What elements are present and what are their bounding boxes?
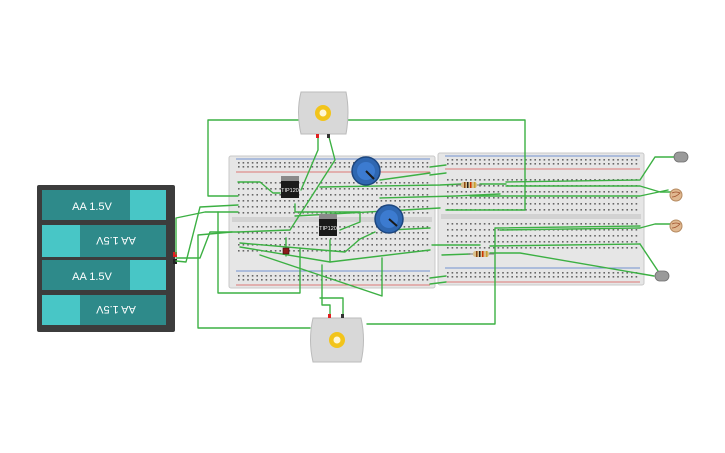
wires[interactable] — [175, 119, 677, 329]
diode[interactable] — [282, 247, 290, 255]
motor-terminal[interactable] — [328, 314, 331, 318]
wire — [469, 189, 669, 197]
wire — [429, 281, 447, 285]
battery-cell-label: AA 1.5V — [72, 201, 112, 213]
battery-cell: AA 1.5V — [42, 225, 166, 257]
battery-terminal[interactable] — [173, 252, 177, 257]
battery-cell: AA 1.5V — [42, 295, 166, 325]
battery-terminal[interactable] — [173, 259, 177, 264]
wire — [237, 136, 336, 233]
wire — [379, 193, 501, 199]
wire — [366, 225, 641, 325]
dc-motor[interactable] — [298, 91, 349, 138]
wire — [499, 223, 673, 231]
wire — [175, 211, 239, 255]
wire — [429, 164, 447, 168]
potentiometer[interactable] — [351, 156, 381, 186]
battery-cell: AA 1.5V — [42, 260, 166, 290]
battery-pack[interactable]: AA 1.5V AA 1.5V AA 1.5V AA 1.5V — [37, 185, 177, 332]
transistor-label: TIP120 — [281, 188, 299, 194]
breadboard-holes — [238, 162, 429, 281]
wire — [300, 136, 319, 191]
motor-terminal[interactable] — [316, 134, 319, 138]
led[interactable] — [654, 270, 670, 282]
wire — [237, 181, 281, 194]
wire — [175, 231, 239, 259]
wire — [197, 231, 311, 329]
wire — [429, 275, 447, 279]
led[interactable] — [673, 151, 689, 163]
motor-terminal[interactable] — [327, 134, 330, 138]
wire — [379, 172, 431, 181]
wire — [329, 211, 361, 231]
wire — [217, 211, 301, 294]
battery-cell-label: AA 1.5V — [95, 234, 135, 246]
wire — [489, 243, 641, 247]
resistor[interactable] — [468, 251, 494, 257]
motor-terminal[interactable] — [341, 314, 344, 318]
wire — [319, 183, 463, 188]
wire — [294, 203, 331, 213]
wire — [346, 119, 526, 211]
wire — [505, 156, 677, 183]
battery-cell-label: AA 1.5V — [95, 303, 135, 315]
wire — [175, 204, 239, 263]
battery-cell: AA 1.5V — [42, 190, 166, 220]
wire — [429, 172, 447, 176]
wire — [207, 119, 301, 197]
transistor-label: TIP120 — [319, 226, 337, 232]
transistor[interactable]: TIP120 — [319, 214, 337, 236]
wire — [639, 243, 661, 275]
photoresistor[interactable] — [669, 219, 683, 233]
wire — [239, 246, 431, 263]
wire — [259, 254, 383, 297]
wire — [239, 231, 376, 253]
wire — [441, 253, 471, 256]
wire — [319, 297, 344, 319]
battery-cell-label: AA 1.5V — [72, 271, 112, 283]
wire — [489, 252, 655, 277]
resistor[interactable] — [456, 182, 482, 188]
breadboard-right[interactable] — [437, 152, 645, 286]
transistor[interactable]: TIP120 — [281, 176, 299, 198]
photoresistor[interactable] — [669, 188, 683, 202]
wire — [321, 264, 331, 319]
potentiometer[interactable] — [374, 204, 404, 234]
wire — [505, 185, 673, 193]
dc-motor[interactable] — [310, 314, 364, 363]
